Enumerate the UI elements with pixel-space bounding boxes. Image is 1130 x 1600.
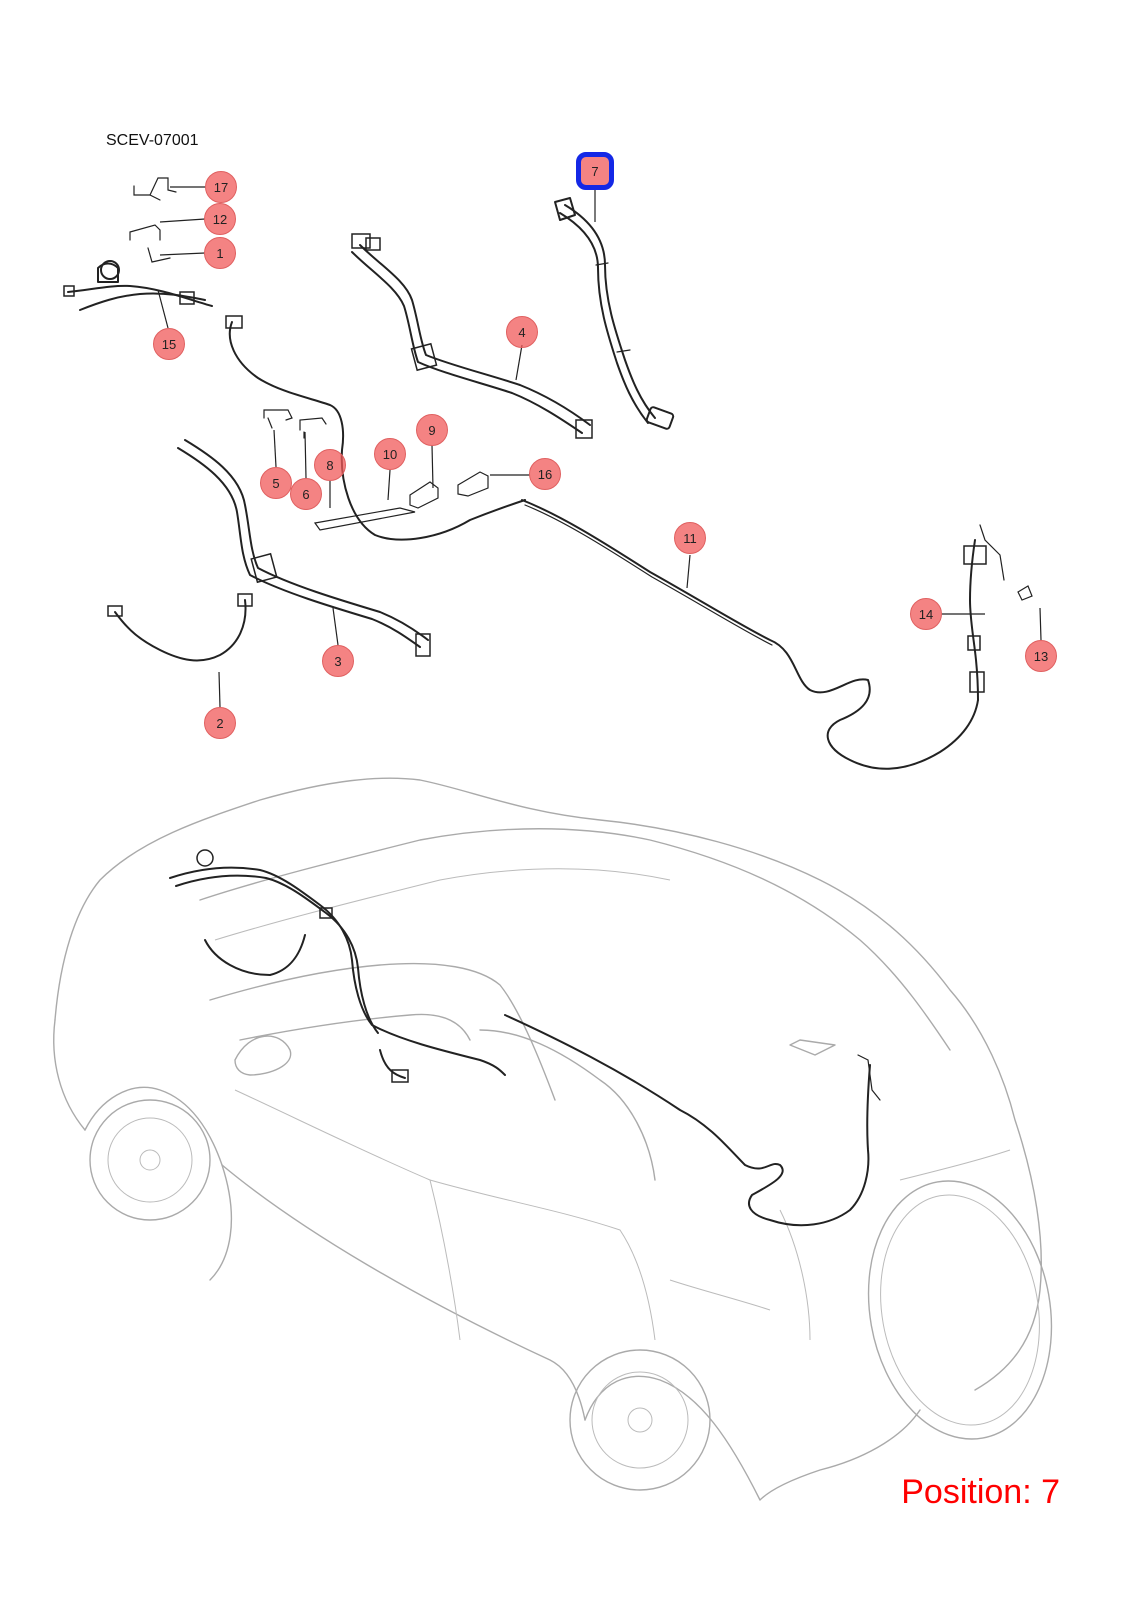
callout-4[interactable]: 4 bbox=[506, 316, 538, 348]
harness-3 bbox=[177, 439, 431, 657]
bracket-5 bbox=[263, 409, 293, 429]
callout-2[interactable]: 2 bbox=[204, 707, 236, 739]
callout-14[interactable]: 14 bbox=[910, 598, 942, 630]
bracket-6 bbox=[299, 417, 327, 439]
callout-13[interactable]: 13 bbox=[1025, 640, 1057, 672]
callout-10[interactable]: 10 bbox=[374, 438, 406, 470]
vehicle-harness bbox=[169, 849, 881, 1227]
callout-12[interactable]: 12 bbox=[204, 203, 236, 235]
harness-11 bbox=[521, 499, 979, 770]
position-label: Position: 7 bbox=[901, 1473, 1060, 1511]
bracket-13 bbox=[1017, 585, 1033, 601]
vehicle-outline bbox=[53, 777, 1053, 1501]
callout-16[interactable]: 16 bbox=[529, 458, 561, 490]
bracket-9 bbox=[409, 481, 439, 509]
harness-4 bbox=[351, 233, 593, 439]
harness-15 bbox=[63, 260, 213, 311]
bracket-12 bbox=[129, 224, 171, 263]
harness-8 bbox=[225, 315, 526, 541]
harness-14 bbox=[963, 524, 1005, 701]
callout-3[interactable]: 3 bbox=[322, 645, 354, 677]
callout-11[interactable]: 11 bbox=[674, 522, 706, 554]
harness-7 bbox=[554, 197, 675, 430]
harness-2 bbox=[107, 593, 253, 662]
diagram-code: SCEV-07001 bbox=[106, 132, 199, 149]
callout-6[interactable]: 6 bbox=[290, 478, 322, 510]
callout-7-highlighted[interactable]: 7 bbox=[576, 152, 614, 190]
roof-antenna bbox=[789, 1039, 836, 1056]
bracket-16 bbox=[457, 471, 489, 497]
callout-9[interactable]: 9 bbox=[416, 414, 448, 446]
callout-1[interactable]: 1 bbox=[204, 237, 236, 269]
callout-8[interactable]: 8 bbox=[314, 449, 346, 481]
callout-5[interactable]: 5 bbox=[260, 467, 292, 499]
callout-15[interactable]: 15 bbox=[153, 328, 185, 360]
leader-lines bbox=[157, 186, 1042, 708]
bracket-17 bbox=[133, 177, 177, 201]
callout-17[interactable]: 17 bbox=[205, 171, 237, 203]
bracket-10 bbox=[313, 507, 416, 531]
